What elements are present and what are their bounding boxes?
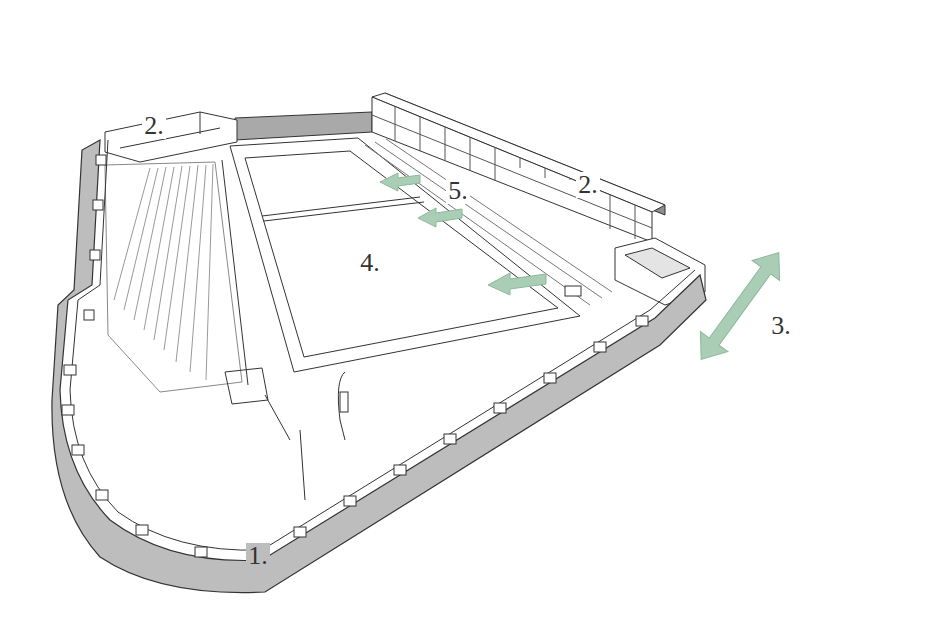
callout-number: 3. bbox=[769, 313, 793, 339]
pillar bbox=[570, 178, 571, 180]
building-line bbox=[200, 112, 201, 134]
merlon bbox=[294, 527, 306, 537]
steps bbox=[565, 286, 581, 296]
merlon bbox=[93, 200, 103, 210]
merlon bbox=[84, 310, 94, 320]
merlon bbox=[195, 547, 207, 557]
merlon bbox=[96, 490, 108, 500]
flow-arrow bbox=[380, 173, 420, 191]
callout-number: 1. bbox=[246, 543, 270, 569]
pillar bbox=[610, 195, 611, 229]
merlon bbox=[444, 434, 456, 444]
merlon bbox=[96, 155, 106, 165]
pillar bbox=[545, 168, 546, 178]
step-line bbox=[144, 167, 174, 330]
merlon bbox=[62, 405, 74, 415]
step-line bbox=[190, 165, 206, 372]
callout-number: 2. bbox=[142, 113, 166, 139]
merlon bbox=[90, 250, 100, 260]
ramp-line bbox=[265, 395, 290, 440]
building-facade bbox=[372, 97, 652, 242]
ramp-line bbox=[300, 430, 305, 500]
building-top bbox=[372, 93, 665, 212]
flow-arrows bbox=[380, 173, 793, 369]
step-line bbox=[176, 165, 198, 362]
pool-divider bbox=[262, 197, 420, 216]
facade-band bbox=[372, 115, 652, 228]
flow-arrow bbox=[488, 273, 546, 295]
pillar bbox=[635, 205, 636, 239]
callout-number: 2. bbox=[576, 172, 600, 198]
interior-lines bbox=[105, 93, 705, 500]
step-line bbox=[206, 164, 213, 380]
pillar bbox=[520, 158, 521, 168]
tribune-edge bbox=[222, 160, 248, 385]
merlons bbox=[62, 155, 648, 557]
merlon bbox=[136, 525, 148, 535]
building-line bbox=[120, 128, 220, 148]
platform bbox=[225, 368, 268, 404]
step-line bbox=[114, 168, 150, 300]
pool-divider bbox=[264, 202, 424, 221]
outer-wall bbox=[52, 140, 706, 593]
merlon bbox=[544, 373, 556, 383]
tribune bbox=[105, 162, 242, 392]
flow-arrow bbox=[418, 208, 462, 227]
merlon bbox=[344, 496, 356, 506]
callout-number: 4. bbox=[358, 250, 382, 276]
step-line bbox=[164, 166, 190, 350]
merlon bbox=[636, 316, 648, 326]
bench bbox=[340, 392, 348, 412]
merlon bbox=[594, 342, 606, 352]
double-arrow bbox=[687, 243, 792, 370]
merlon bbox=[72, 445, 84, 455]
tribune-steps bbox=[114, 164, 213, 380]
pillar bbox=[395, 106, 396, 141]
callout-number: 5. bbox=[446, 178, 470, 204]
merlon bbox=[64, 365, 76, 375]
merlon bbox=[494, 403, 506, 413]
building bbox=[105, 112, 237, 162]
wall-walk bbox=[70, 140, 695, 550]
back-wall bbox=[235, 112, 372, 140]
corner-roof bbox=[625, 248, 690, 278]
merlon bbox=[394, 465, 406, 475]
